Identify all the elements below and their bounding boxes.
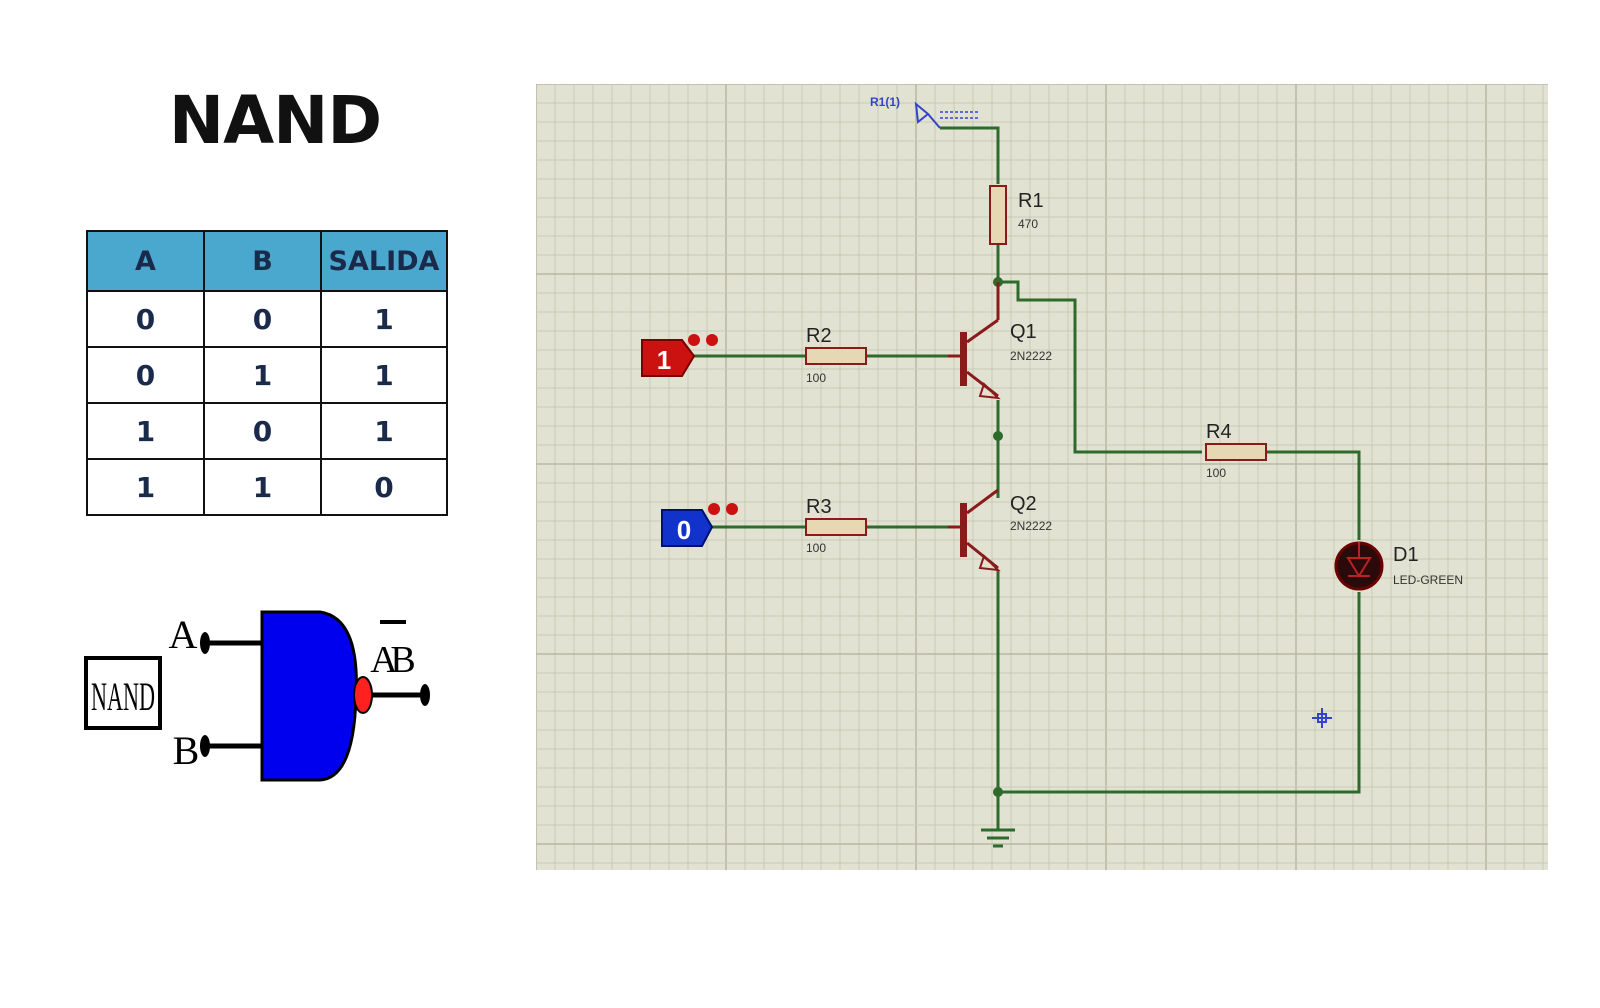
resistor-r3[interactable]: R3 100 (805, 496, 867, 555)
r1-value: 470 (1018, 217, 1038, 231)
toggle-dot-icon (708, 503, 720, 515)
q2-base-bar (960, 503, 967, 557)
crosshair-cursor-icon (1312, 708, 1332, 728)
wire-led-ground (998, 592, 1361, 794)
r3-name: R3 (806, 496, 832, 518)
toggle-dot-icon (726, 503, 738, 515)
r1-name: R1 (1018, 190, 1044, 212)
cell-a: 0 (86, 346, 205, 404)
led-d1[interactable]: D1 LED-GREEN (1334, 541, 1463, 591)
logic-input-high[interactable]: 1 (641, 334, 718, 377)
nand-label-box (84, 656, 162, 730)
input-a-terminal (200, 632, 210, 654)
truth-table-header: A B SALIDA (86, 230, 448, 292)
logic-state-marker (641, 339, 696, 377)
cell-a: 1 (86, 402, 205, 460)
cell-b: 1 (203, 346, 322, 404)
junction-dot (993, 787, 1003, 797)
cell-salida: 1 (320, 346, 448, 404)
probe-arrow-icon (914, 101, 930, 124)
r2-name: R2 (806, 325, 832, 347)
table-row: 1 1 0 (86, 458, 448, 516)
wires (694, 126, 1361, 830)
input-b-terminal (200, 735, 210, 757)
r2-value: 100 (806, 371, 826, 385)
header-salida: SALIDA (320, 230, 448, 292)
q2-name: Q2 (1010, 493, 1037, 515)
wire-r4-led (1266, 450, 1361, 540)
gate-body (260, 610, 358, 782)
r3-body (805, 518, 867, 536)
resistor-r1[interactable]: R1 470 (989, 185, 1044, 245)
wire-collector-r4 (998, 280, 1202, 454)
table-row: 1 0 1 (86, 402, 448, 460)
q1-name: Q1 (1010, 321, 1037, 343)
cell-a: 0 (86, 290, 205, 348)
inversion-bubble (353, 676, 373, 714)
r4-value: 100 (1206, 466, 1226, 480)
toggle-dot-icon (688, 334, 700, 346)
schematic-grid (536, 84, 1548, 870)
logic-input-low-value: 0 (677, 515, 691, 545)
header-b: B (203, 230, 322, 292)
cell-b: 1 (203, 458, 322, 516)
output-b-label: B (390, 639, 415, 681)
input-b-label: B (173, 728, 200, 773)
resistor-r2[interactable]: R2 100 (805, 325, 867, 385)
q1-collector (966, 318, 999, 344)
nand-gate-symbol: NAND A B A B (84, 610, 430, 782)
cell-salida: 0 (320, 458, 448, 516)
d1-model: LED-GREEN (1393, 573, 1463, 587)
q1-emitter-arrow-icon (978, 382, 1001, 400)
d1-name: D1 (1393, 544, 1419, 566)
input-a-label: A (169, 612, 198, 657)
q2-model: 2N2222 (1010, 519, 1052, 533)
r2-body (805, 347, 867, 365)
nand-box-label: NAND (91, 674, 155, 719)
logic-input-high-value: 1 (657, 345, 671, 375)
q2-emitter-arrow-icon (978, 554, 1001, 572)
r4-body (1205, 443, 1267, 461)
cell-a: 1 (86, 458, 205, 516)
table-row: 0 0 1 (86, 290, 448, 348)
q1-model: 2N2222 (1010, 349, 1052, 363)
voltage-probe[interactable]: R1(1) (870, 95, 978, 129)
header-a: A (86, 230, 205, 292)
probe-line (927, 113, 941, 129)
table-row: 0 1 1 (86, 346, 448, 404)
r3-value: 100 (806, 541, 826, 555)
logic-state-marker (661, 509, 714, 547)
resistor-r4[interactable]: R4 100 (1205, 421, 1267, 480)
output-a-label: A (370, 639, 398, 681)
page-title: NAND (168, 82, 382, 159)
wire-r1-top (940, 126, 1000, 184)
schematic-background (536, 84, 1548, 870)
r4-name: R4 (1206, 421, 1232, 443)
output-terminal (420, 684, 430, 706)
logic-input-low[interactable]: 0 (661, 503, 738, 547)
q2-collector (966, 488, 999, 515)
cursor-box (1317, 713, 1327, 723)
transistor-q2[interactable]: Q2 2N2222 (948, 488, 1052, 572)
q1-base-bar (960, 332, 967, 386)
cell-salida: 1 (320, 290, 448, 348)
ground-symbol (981, 828, 1015, 848)
r1-body (989, 185, 1007, 245)
toggle-dot-icon (706, 334, 718, 346)
cell-salida: 1 (320, 402, 448, 460)
cell-b: 0 (203, 290, 322, 348)
cell-b: 0 (203, 402, 322, 460)
transistor-q1[interactable]: Q1 2N2222 (948, 282, 1052, 400)
circuit-schematic: R1(1) R1 470 R2 100 R3 100 R4 100 Q1 2N2… (536, 84, 1548, 870)
junction-dot (993, 431, 1003, 441)
probe-label: R1(1) (870, 95, 900, 109)
truth-table: A B SALIDA 0 0 1 0 1 1 1 0 1 1 1 0 (86, 230, 448, 516)
